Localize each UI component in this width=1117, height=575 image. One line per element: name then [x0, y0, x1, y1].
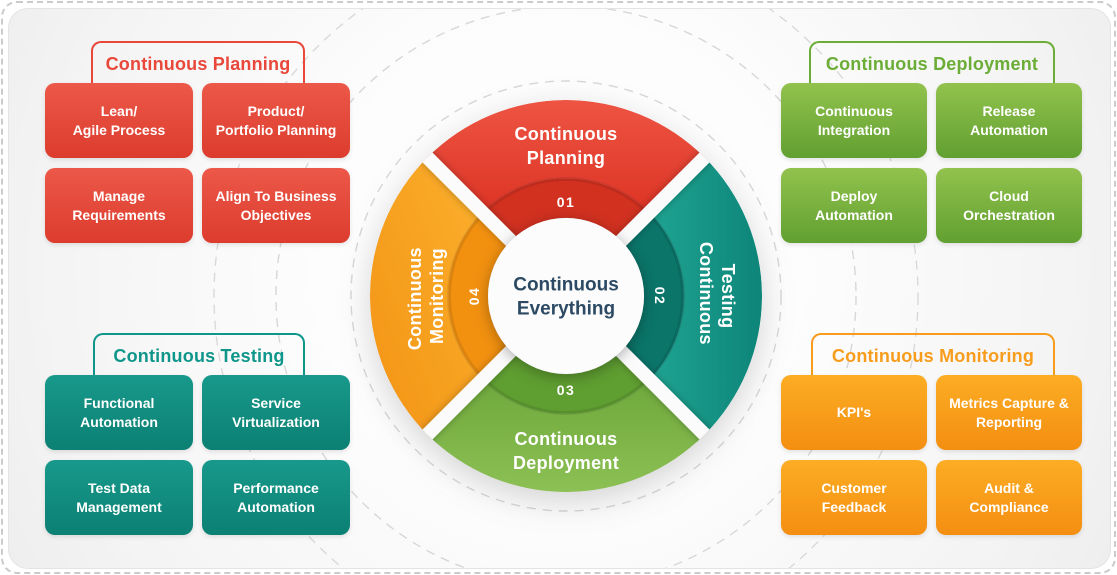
dashed-guide-circles: [213, 9, 919, 568]
item-continuous-integration: Continuous Integration: [781, 83, 927, 158]
item-service-virtualization: Service Virtualization: [202, 375, 350, 450]
segment-monitoring-label-line1: Continuous: [405, 247, 425, 350]
group-grid-deployment: Continuous Integration Release Automatio…: [781, 83, 1082, 243]
item-deploy-automation: Deploy Automation: [781, 168, 927, 243]
segment-deployment-number: 03: [557, 382, 576, 398]
group-grid-planning: Lean/ Agile Process Product/ Portfolio P…: [45, 83, 350, 243]
segment-testing-arc: [649, 157, 762, 435]
segment-planning-label-line2: Planning: [527, 148, 605, 168]
dashed-circle-middle: [275, 9, 857, 568]
item-kpis: KPI's: [781, 375, 927, 450]
segment-deployment-label-line2: Deployment: [513, 453, 619, 473]
segment-deployment-arc: [427, 379, 705, 492]
item-functional-automation: Functional Automation: [45, 375, 193, 450]
continuous-everything-wheel: Continuous Planning Continuous Testing C…: [370, 100, 762, 492]
segment-deployment-label-line1: Continuous: [515, 429, 618, 449]
segment-planning-arc: [427, 100, 705, 213]
item-metrics-capture-reporting: Metrics Capture & Reporting: [936, 375, 1082, 450]
item-cloud-orchestration: Cloud Orchestration: [936, 168, 1082, 243]
segment-testing-number: 02: [652, 287, 668, 306]
item-audit-compliance: Audit & Compliance: [936, 460, 1082, 535]
segment-monitoring-arc: [370, 157, 483, 435]
segment-planning-inner-arc: [482, 178, 650, 241]
center-label-line1: Continuous: [513, 275, 619, 296]
item-align-to-business-objectives: Align To Business Objectives: [202, 168, 350, 243]
segment-monitoring-inner-arc: [448, 212, 511, 380]
segment-planning-label-line1: Continuous: [515, 124, 618, 144]
item-test-data-management: Test Data Management: [45, 460, 193, 535]
group-grid-monitoring: KPI's Metrics Capture & Reporting Custom…: [781, 375, 1082, 535]
group-title-deployment: Continuous Deployment: [809, 41, 1055, 85]
segment-deployment-inner-arc: [482, 351, 650, 414]
segment-testing-label-line2: Testing: [718, 264, 738, 329]
segment-monitoring-label-line2: Monitoring: [427, 248, 447, 344]
group-title-testing: Continuous Testing: [93, 333, 305, 377]
item-lean-agile-process: Lean/ Agile Process: [45, 83, 193, 158]
segment-testing-inner-arc: [621, 212, 684, 380]
band-separator-shadow: [447, 177, 685, 415]
segment-monitoring-number: 04: [466, 287, 482, 306]
segment-monitoring-label: Continuous Monitoring: [405, 242, 447, 350]
group-title-monitoring: Continuous Monitoring: [811, 333, 1055, 377]
dashed-circle-inner: [350, 80, 782, 512]
center-circle: [488, 218, 644, 374]
item-release-automation: Release Automation: [936, 83, 1082, 158]
segment-planning-number: 01: [557, 194, 576, 210]
center-label-line2: Everything: [517, 299, 615, 320]
item-performance-automation: Performance Automation: [202, 460, 350, 535]
diagram-card: Continuous Planning Continuous Testing C…: [8, 8, 1111, 569]
segment-testing-label-line1: Continuous: [696, 242, 716, 345]
group-grid-testing: Functional Automation Service Virtualiza…: [45, 375, 350, 535]
dashed-circle-outer: [213, 9, 919, 568]
group-title-planning: Continuous Planning: [91, 41, 305, 85]
item-manage-requirements: Manage Requirements: [45, 168, 193, 243]
segment-testing-label: Continuous Testing: [696, 242, 738, 350]
item-product-portfolio-planning: Product/ Portfolio Planning: [202, 83, 350, 158]
item-customer-feedback: Customer Feedback: [781, 460, 927, 535]
